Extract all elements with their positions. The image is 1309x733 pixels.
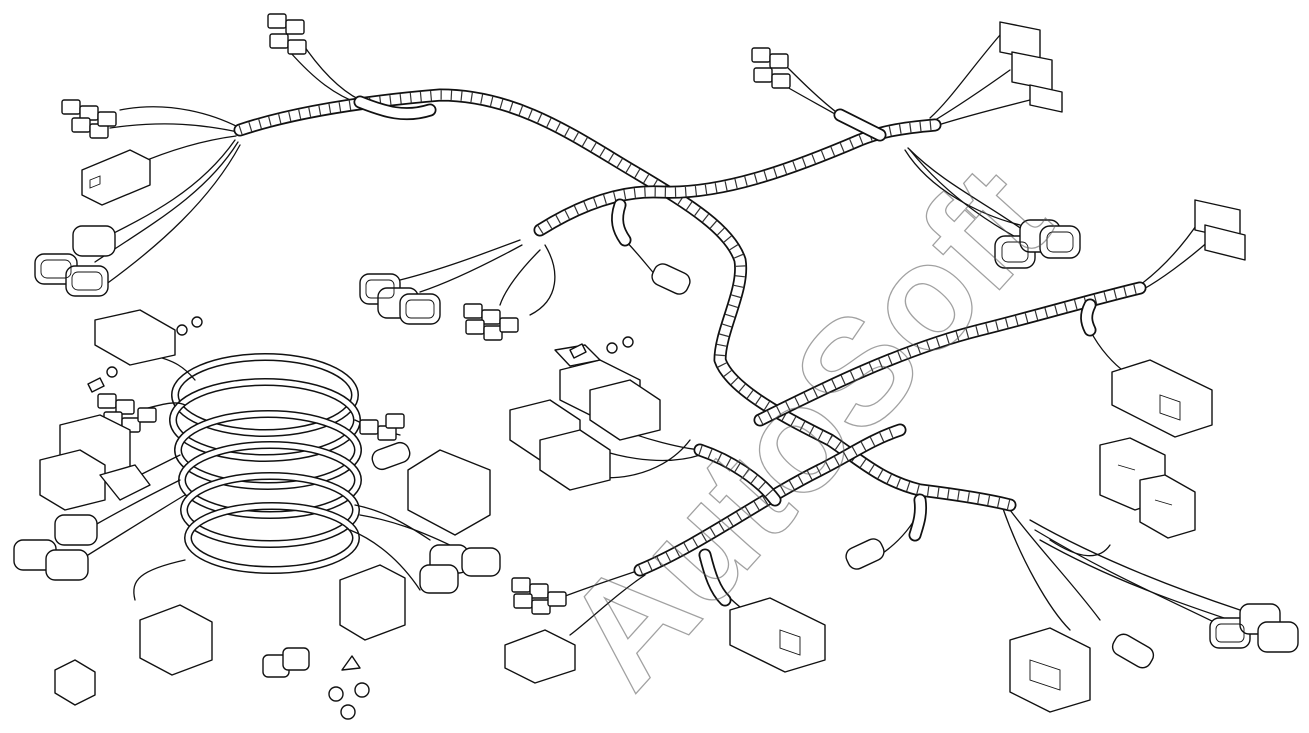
- bottom-center-rect-connector: [729, 597, 826, 673]
- coil-connectors: [13, 309, 501, 676]
- bottom-inline-connector: [845, 538, 885, 570]
- wedge-lock: [341, 655, 361, 671]
- bottom-right-inline-connector: [1111, 633, 1155, 669]
- rectangular-connector: [81, 149, 151, 206]
- main-harness-connectors: [34, 13, 1299, 713]
- right-oval-connector-group: [994, 219, 1081, 269]
- main-harness-wires: [94, 34, 1261, 636]
- top-center-connector-cluster: [751, 47, 791, 89]
- center-left-oval-connectors: [359, 273, 441, 325]
- bottom-right-oval-connectors: [1209, 603, 1299, 653]
- top-connector-cluster: [267, 13, 307, 55]
- left-connector-cluster: [61, 99, 117, 139]
- far-right-connector: [1194, 199, 1246, 261]
- bottom-center-connector-cluster: [511, 577, 567, 615]
- harness-coil: [169, 353, 362, 574]
- plug-cap-3: [340, 704, 356, 720]
- bottom-right-relay: [1099, 437, 1196, 539]
- coiled-harness: [13, 309, 501, 676]
- rubber-seal-2: [282, 647, 310, 671]
- center-small-connector-cluster: [463, 303, 519, 341]
- main-harness-trunk: [233, 88, 1147, 607]
- center-inline-connector: [651, 263, 691, 295]
- loose-parts: [54, 647, 370, 720]
- bottom-center-plug: [504, 629, 576, 684]
- relay-bank: [509, 344, 661, 491]
- right-rectangular-connector: [1111, 359, 1213, 438]
- oval-connector-group-left: [34, 225, 116, 297]
- terminal-block: [54, 659, 96, 706]
- top-right-connector-cluster: [999, 21, 1063, 113]
- bottom-right-relay-box: [1009, 627, 1091, 713]
- plug-cap-1: [328, 686, 344, 702]
- fasteners: [87, 316, 634, 393]
- main-wiring-harness: [34, 13, 1299, 713]
- plug-cap-2: [354, 682, 370, 698]
